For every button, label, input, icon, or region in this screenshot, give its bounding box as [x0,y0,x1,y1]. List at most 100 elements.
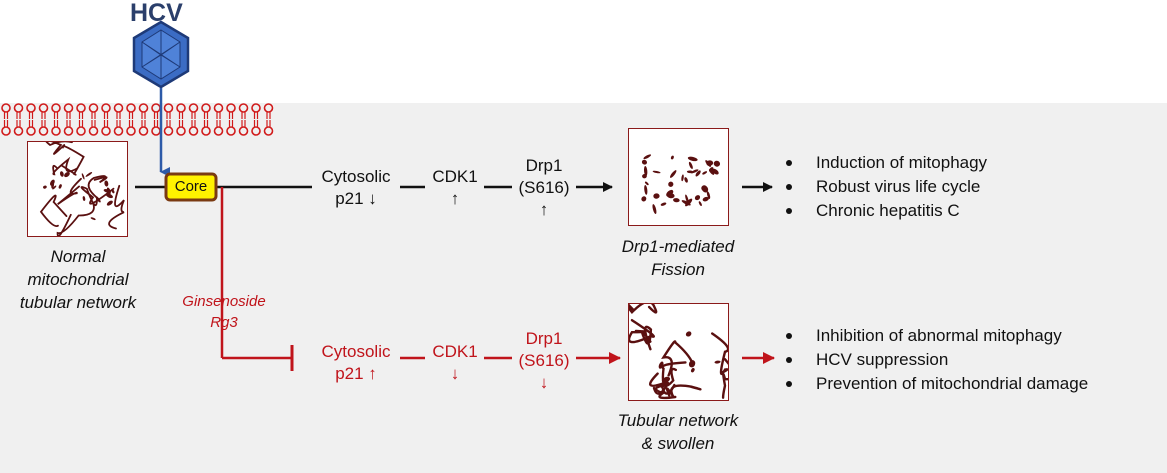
normal-mitochondria-image [27,141,128,237]
outcome-item: Chronic hepatitis C [782,199,987,223]
mitochondrion-mark [629,304,658,315]
lipid-head [213,126,224,136]
outcome-item: Prevention of mitochondrial damage [782,372,1088,396]
lipid-head [263,126,274,136]
mitochondrion-mark [642,174,647,179]
lipid-head [26,126,36,136]
outcome-item: Induction of mitophagy [782,151,987,175]
core-protein-box [164,172,218,202]
mitochondrion-mark [713,160,721,167]
lipid-head [201,103,211,113]
bottom-drp1: Drp1 (S616) ↓ [518,329,570,392]
mitochondrion-mark [661,340,694,377]
top-cdk1: CDK1 ↑ [432,167,478,208]
mitochondrion-mark [108,184,125,230]
tubular-caption: Tubular network & swollen [617,411,739,453]
mitochondrion-mark [95,196,101,203]
bottom-cytosolic-p21: Cytosolic p21 ↑ [321,342,391,383]
mitochondrion-mark [666,189,674,197]
cell-panel [0,103,1167,473]
fission-caption: Drp1-mediated Fission [621,237,735,279]
top-outcomes-list: Induction of mitophagy Robust virus life… [782,151,987,223]
mitochondrion-mark [652,204,657,215]
mitochondrion-mark [705,160,712,167]
lipid-head [1,126,11,136]
mitochondrion-mark [653,193,660,199]
cell-membrane [1,103,274,136]
mitochondrion-mark [685,331,692,337]
lipid-head [238,126,249,136]
bottom-outcomes-list: Inhibition of abnormal mitophagy HCV sup… [782,324,1088,396]
lipid-head [38,126,49,136]
mitochondrion-mark [111,189,115,194]
bottom-cdk1: CDK1 ↓ [432,342,478,383]
top-cytosolic-p21: Cytosolic p21 ↓ [321,167,391,208]
lipid-head [101,126,111,136]
lipid-head [238,103,249,113]
mitochondrion-mark [629,319,656,344]
mitochondrion-mark [702,196,709,202]
mitochondrion-mark [685,194,689,204]
mitochondrion-mark [56,202,95,236]
lipid-head [51,126,61,136]
top-drp1: Drp1 (S616) ↑ [518,156,570,219]
mitochondrion-mark [660,202,667,206]
ginsenoside-label: Ginsenoside Rg3 [182,293,266,331]
mitochondrion-mark [698,201,702,206]
lipid-head [201,126,211,136]
mitochondrion-mark [702,171,708,175]
lipid-head [76,103,86,113]
virus-label: HCV [130,0,183,27]
mitochondrion-mark [43,185,47,189]
mitochondrion-mark [51,181,55,189]
mitochondrion-mark [695,170,701,177]
mitochondrion-mark [688,161,693,169]
lipid-head [226,126,236,136]
lipid-head [63,126,74,136]
mitochondrion-mark [644,184,648,195]
mitochondrion-mark [661,376,671,383]
mitochondrion-mark [104,180,109,187]
mitochondrion-mark [641,196,647,202]
mitochondrion-mark [643,154,652,160]
mitochondrion-mark [711,168,719,175]
lipid-head [163,103,174,113]
mitochondrion-mark [658,361,664,369]
mitochondrion-mark [81,173,85,180]
lipid-head [113,126,124,136]
mitochondrion-mark [82,196,86,201]
mitochondrion-mark [711,332,728,376]
mitochondrion-mark [64,172,70,178]
mitochondrion-mark [654,383,677,400]
outcome-item: Robust virus life cycle [782,175,987,199]
mitochondrion-mark [58,184,62,189]
lipid-head [63,103,74,113]
mitochondrion-mark [644,181,649,186]
lipid-head [188,103,199,113]
mitochondrion-mark [673,198,680,203]
mitochondrion-mark [714,360,721,364]
mitochondrion-mark [52,185,57,190]
mitochondrion-mark [681,174,684,182]
mitochondrion-mark [708,167,714,172]
mitochondrion-mark [39,194,68,227]
lipid-head [138,126,149,136]
lipid-head [188,126,199,136]
lipid-head [26,103,36,113]
mitochondrion-mark [665,384,702,398]
mitochondrion-mark [701,185,708,191]
mitochondrion-mark [690,169,699,174]
lipid-head [51,103,61,113]
mitochondrion-mark [690,367,695,373]
mitochondrion-mark [668,181,674,187]
outcome-item: Inhibition of abnormal mitophagy [782,324,1088,348]
lipid-head [88,126,99,136]
mitochondrion-mark [87,175,108,200]
mitochondrion-mark [643,166,648,177]
lipid-head [251,126,261,136]
mitochondrion-mark [59,171,64,177]
mitochondrion-mark [688,360,696,368]
mitochondrion-mark [57,177,82,205]
mitochondrion-mark [85,172,93,177]
